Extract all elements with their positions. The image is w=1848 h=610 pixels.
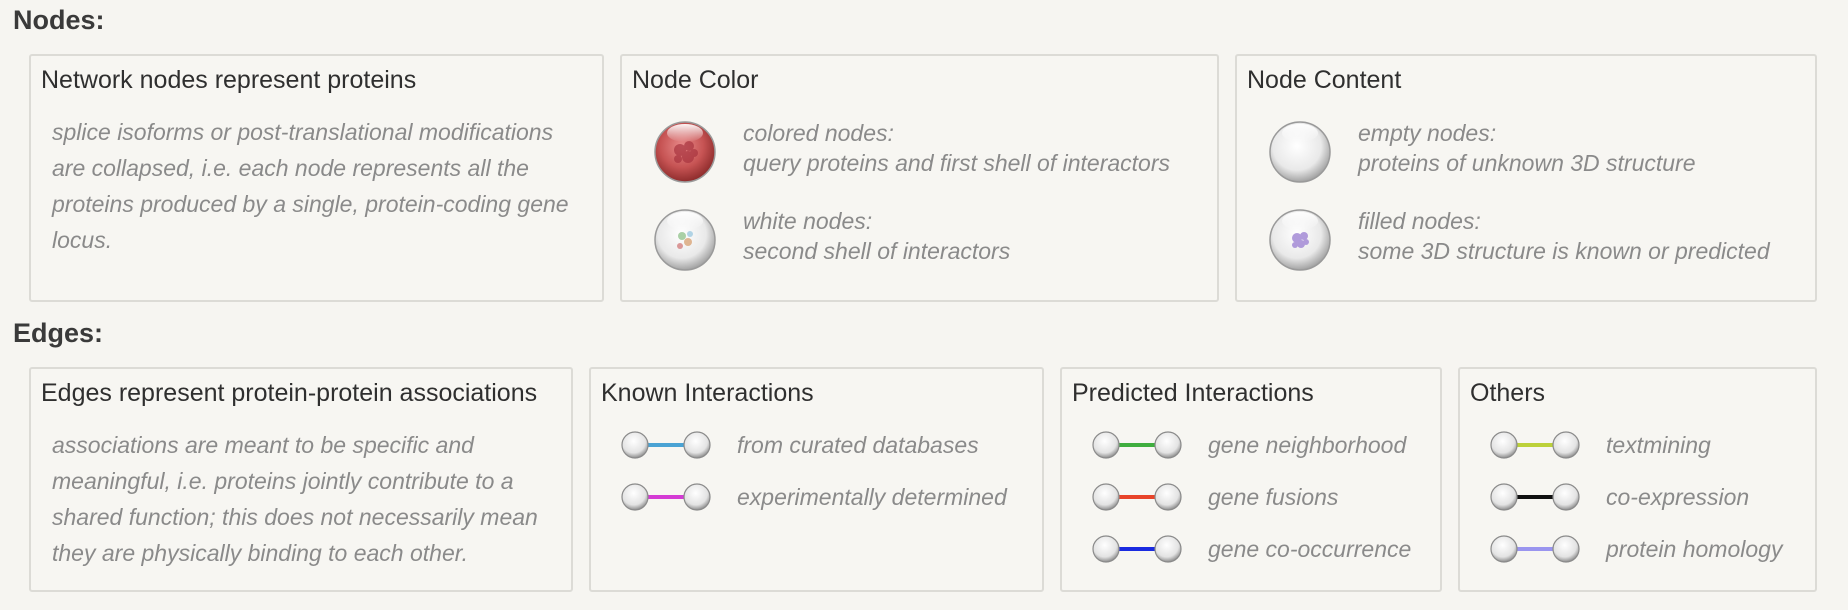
gene-neighborhood-label: gene neighborhood xyxy=(1208,432,1407,458)
gene-co-occurrence-label: gene co-occurrence xyxy=(1208,536,1412,562)
empty-nodes-entry: empty nodes: proteins of unknown 3D stru… xyxy=(1358,118,1696,178)
node-color-panel: Node Color colored nodes: query proteins… xyxy=(620,54,1219,302)
empty-nodes-desc: proteins of unknown 3D structure xyxy=(1358,150,1696,176)
edge-legend-row: co-expression xyxy=(1490,481,1749,513)
edge-legend-row: protein homology xyxy=(1490,533,1782,565)
white-nodes-desc: second shell of interactors xyxy=(743,238,1011,264)
empty-nodes-label: empty nodes: xyxy=(1358,120,1497,146)
edges-represent-description: associations are meant to be specific an… xyxy=(52,427,538,571)
known-interactions-title: Known Interactions xyxy=(601,379,814,407)
others-title: Others xyxy=(1470,379,1546,407)
white-node-icon xyxy=(654,209,716,271)
colored-nodes-label: colored nodes: xyxy=(743,120,894,146)
white-nodes-label: white nodes: xyxy=(743,208,873,234)
description-line: are collapsed, i.e. each node represents… xyxy=(52,155,529,181)
co-expression-label: co-expression xyxy=(1606,484,1750,510)
empty-node-icon xyxy=(1269,121,1331,183)
description-line: meaningful, i.e. proteins jointly contri… xyxy=(52,468,514,494)
node-color-title: Node Color xyxy=(632,66,759,94)
node-content-title: Node Content xyxy=(1247,66,1402,94)
description-line: proteins produced by a single, protein-c… xyxy=(52,191,569,217)
predicted-interactions-panel: Predicted Interactions gene neighborhood… xyxy=(1060,367,1442,592)
known-interactions-panel: Known Interactions from curated database… xyxy=(589,367,1044,592)
filled-nodes-desc: some 3D structure is known or predicted xyxy=(1358,238,1770,264)
edges-represent-title: Edges represent protein-protein associat… xyxy=(41,379,538,407)
network-nodes-title: Network nodes represent proteins xyxy=(41,66,417,94)
network-nodes-panel: Network nodes represent proteins splice … xyxy=(29,54,604,302)
gene-fusions-edge-icon xyxy=(1092,483,1182,511)
network-nodes-description: splice isoforms or post-translational mo… xyxy=(52,114,569,258)
curated-databases-label: from curated databases xyxy=(737,432,979,458)
description-line: associations are meant to be specific an… xyxy=(52,432,474,458)
co-expression-edge-icon xyxy=(1490,483,1580,511)
colored-nodes-entry: colored nodes: query proteins and first … xyxy=(743,118,1170,178)
gene-co-occurrence-edge-icon xyxy=(1092,535,1182,563)
node-content-panel: Node Content empty nodes: proteins of un… xyxy=(1235,54,1817,302)
gene-fusions-label: gene fusions xyxy=(1208,484,1339,510)
edges-heading: Edges: xyxy=(13,318,104,348)
edge-legend-row: textmining xyxy=(1490,429,1711,461)
curated-databases-edge-icon xyxy=(621,431,711,459)
filled-node-icon xyxy=(1269,209,1331,271)
predicted-interactions-title: Predicted Interactions xyxy=(1072,379,1314,407)
edge-legend-row: gene co-occurrence xyxy=(1092,533,1411,565)
protein-homology-label: protein homology xyxy=(1606,536,1783,562)
edge-legend-row: experimentally determined xyxy=(621,481,1007,513)
description-line: shared function; this does not necessari… xyxy=(52,504,538,530)
description-line: they are physically binding to each othe… xyxy=(52,540,468,566)
textmining-edge-icon xyxy=(1490,431,1580,459)
gene-neighborhood-edge-icon xyxy=(1092,431,1182,459)
edge-legend-row: from curated databases xyxy=(621,429,979,461)
experimentally-determined-label: experimentally determined xyxy=(737,484,1007,510)
edge-legend-row: gene neighborhood xyxy=(1092,429,1406,461)
others-panel: Others textmining co-expression protein … xyxy=(1458,367,1817,592)
white-nodes-entry: white nodes: second shell of interactors xyxy=(743,206,1010,266)
filled-nodes-label: filled nodes: xyxy=(1358,208,1481,234)
colored-nodes-desc: query proteins and first shell of intera… xyxy=(743,150,1170,176)
nodes-heading: Nodes: xyxy=(13,5,105,35)
description-line: splice isoforms or post-translational mo… xyxy=(52,119,554,145)
colored-node-icon xyxy=(654,121,716,183)
description-line: locus. xyxy=(52,227,113,253)
protein-homology-edge-icon xyxy=(1490,535,1580,563)
textmining-label: textmining xyxy=(1606,432,1711,458)
edge-legend-row: gene fusions xyxy=(1092,481,1338,513)
filled-nodes-entry: filled nodes: some 3D structure is known… xyxy=(1358,206,1770,266)
edges-represent-panel: Edges represent protein-protein associat… xyxy=(29,367,573,592)
experimentally-determined-edge-icon xyxy=(621,483,711,511)
